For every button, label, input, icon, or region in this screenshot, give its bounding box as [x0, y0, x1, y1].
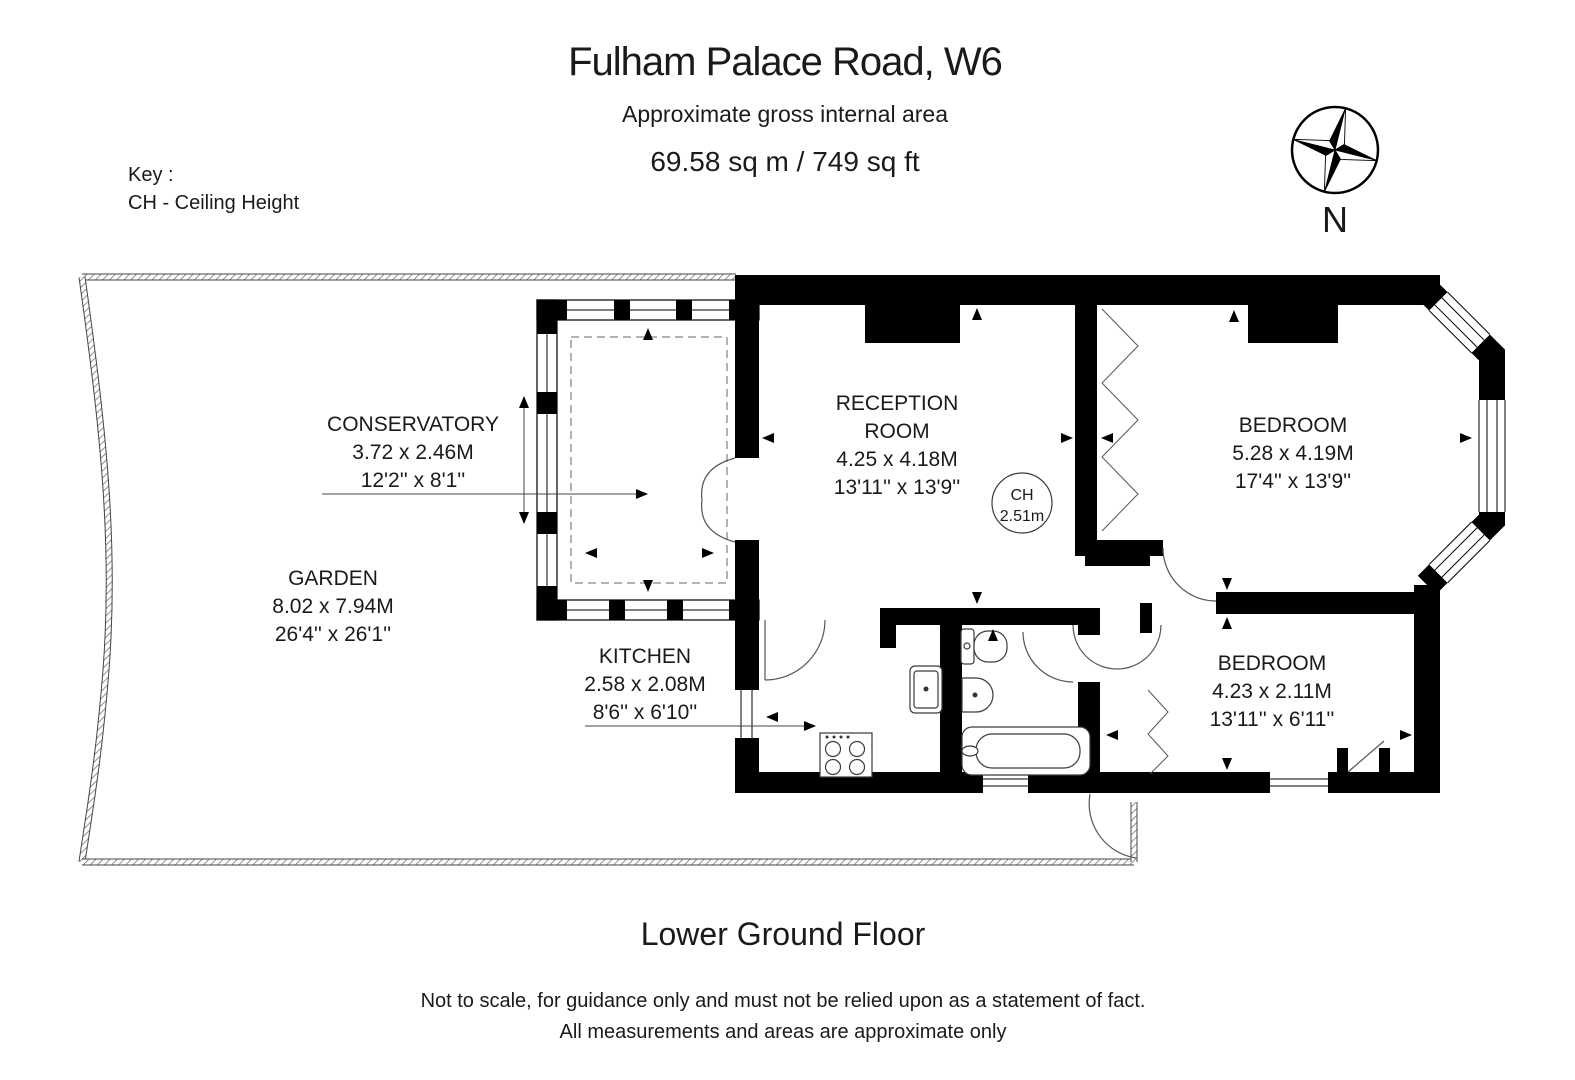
compass-north-label: N [1322, 199, 1348, 240]
zigzag-symbols [1101, 308, 1169, 775]
room-metric: 4.23 x 2.11M [1212, 680, 1332, 703]
bedroom2-window [1270, 772, 1328, 793]
room-name: CONSERVATORY [327, 413, 499, 436]
key-item-ceiling-height: CH - Ceiling Height [128, 192, 300, 214]
bay-centre-window [1479, 400, 1505, 512]
bedroom1-wardrobe-zigzag [1101, 308, 1139, 532]
disclaimer-line2: All measurements and areas are approxima… [560, 1021, 1007, 1043]
footer: Lower Ground Floor Not to scale, for gui… [421, 916, 1146, 1043]
room-imperial: 12'2'' x 8'1'' [361, 469, 466, 492]
floor-label: Lower Ground Floor [641, 916, 926, 952]
room-imperial: 13'11'' x 13'9'' [834, 476, 960, 499]
ch-label: CH [1010, 487, 1033, 504]
ch-value: 2.51m [1000, 508, 1044, 525]
kitchen-window [735, 690, 759, 738]
room-imperial: 17'4'' x 13'9'' [1235, 470, 1351, 493]
room-label-bedroom1: BEDROOM 5.28 x 4.19M 17'4'' x 13'9'' [1232, 414, 1353, 493]
compass-rose-icon: N [1290, 105, 1380, 240]
disclaimer-line1: Not to scale, for guidance only and must… [421, 990, 1146, 1012]
room-label-bedroom2: BEDROOM 4.23 x 2.11M 13'11'' x 6'11'' [1210, 652, 1335, 731]
french-door-arc-bottom [701, 499, 736, 543]
garden-entrance-door-arc [1088, 793, 1137, 859]
kitchen-door-arc [764, 619, 826, 681]
kitchen-fixtures [819, 665, 943, 778]
room-imperial: 8'6'' x 6'10'' [593, 701, 698, 724]
bedroom1-door-arc [1162, 547, 1217, 602]
conservatory-structure [536, 299, 760, 621]
bathroom-fixtures [960, 628, 1091, 776]
room-metric: 5.28 x 4.19M [1232, 442, 1353, 465]
conservatory-dashed-outline [570, 336, 728, 584]
header: Fulham Palace Road, W6 Approximate gross… [128, 40, 1003, 214]
room-name: BEDROOM [1239, 414, 1348, 437]
garden-boundary [78, 273, 1138, 866]
room-name: GARDEN [288, 567, 378, 590]
hall-zigzag [1147, 689, 1169, 775]
room-name: KITCHEN [599, 645, 691, 668]
building-walls [735, 275, 1440, 793]
toilet-bowl-icon [973, 630, 1008, 663]
page-title: Fulham Palace Road, W6 [568, 40, 1002, 84]
bathroom-door-arc [1022, 631, 1074, 683]
gross-area-value: 69.58 sq m / 749 sq ft [650, 146, 919, 177]
bedroom2-door-leaf [1347, 740, 1385, 773]
french-door-arc-top [701, 457, 736, 501]
room-metric: 2.58 x 2.08M [584, 673, 705, 696]
room-label-reception: RECEPTION ROOM 4.25 x 4.18M 13'11'' x 13… [834, 392, 960, 499]
page-subtitle: Approximate gross internal area [622, 101, 948, 127]
room-name: RECEPTION [836, 392, 959, 415]
wall-windows [735, 690, 1328, 793]
room-name-2: ROOM [864, 420, 929, 443]
bath-tap-icon [961, 745, 979, 757]
room-metric: 4.25 x 4.18M [836, 448, 957, 471]
hall-door-arc [1072, 624, 1162, 670]
door-swings [764, 547, 1385, 773]
bathroom-window [983, 772, 1028, 793]
room-imperial: 13'11'' x 6'11'' [1210, 708, 1335, 731]
room-label-kitchen: KITCHEN 2.58 x 2.08M 8'6'' x 6'10'' [584, 645, 705, 724]
room-metric: 3.72 x 2.46M [352, 441, 473, 464]
room-labels: CONSERVATORY 3.72 x 2.46M 12'2'' x 8'1''… [272, 392, 1353, 731]
room-name: BEDROOM [1218, 652, 1327, 675]
dimension-arrows [322, 308, 1472, 770]
bay-window [1417, 280, 1506, 595]
room-label-conservatory: CONSERVATORY 3.72 x 2.46M 12'2'' x 8'1'' [327, 413, 499, 492]
room-label-garden: GARDEN 8.02 x 7.94M 26'4'' x 26'1'' [272, 567, 393, 646]
ceiling-height-badge: CH 2.51m [991, 472, 1053, 534]
key-label: Key : [128, 164, 174, 186]
room-imperial: 26'4'' x 26'1'' [275, 623, 391, 646]
room-metric: 8.02 x 7.94M [272, 595, 393, 618]
